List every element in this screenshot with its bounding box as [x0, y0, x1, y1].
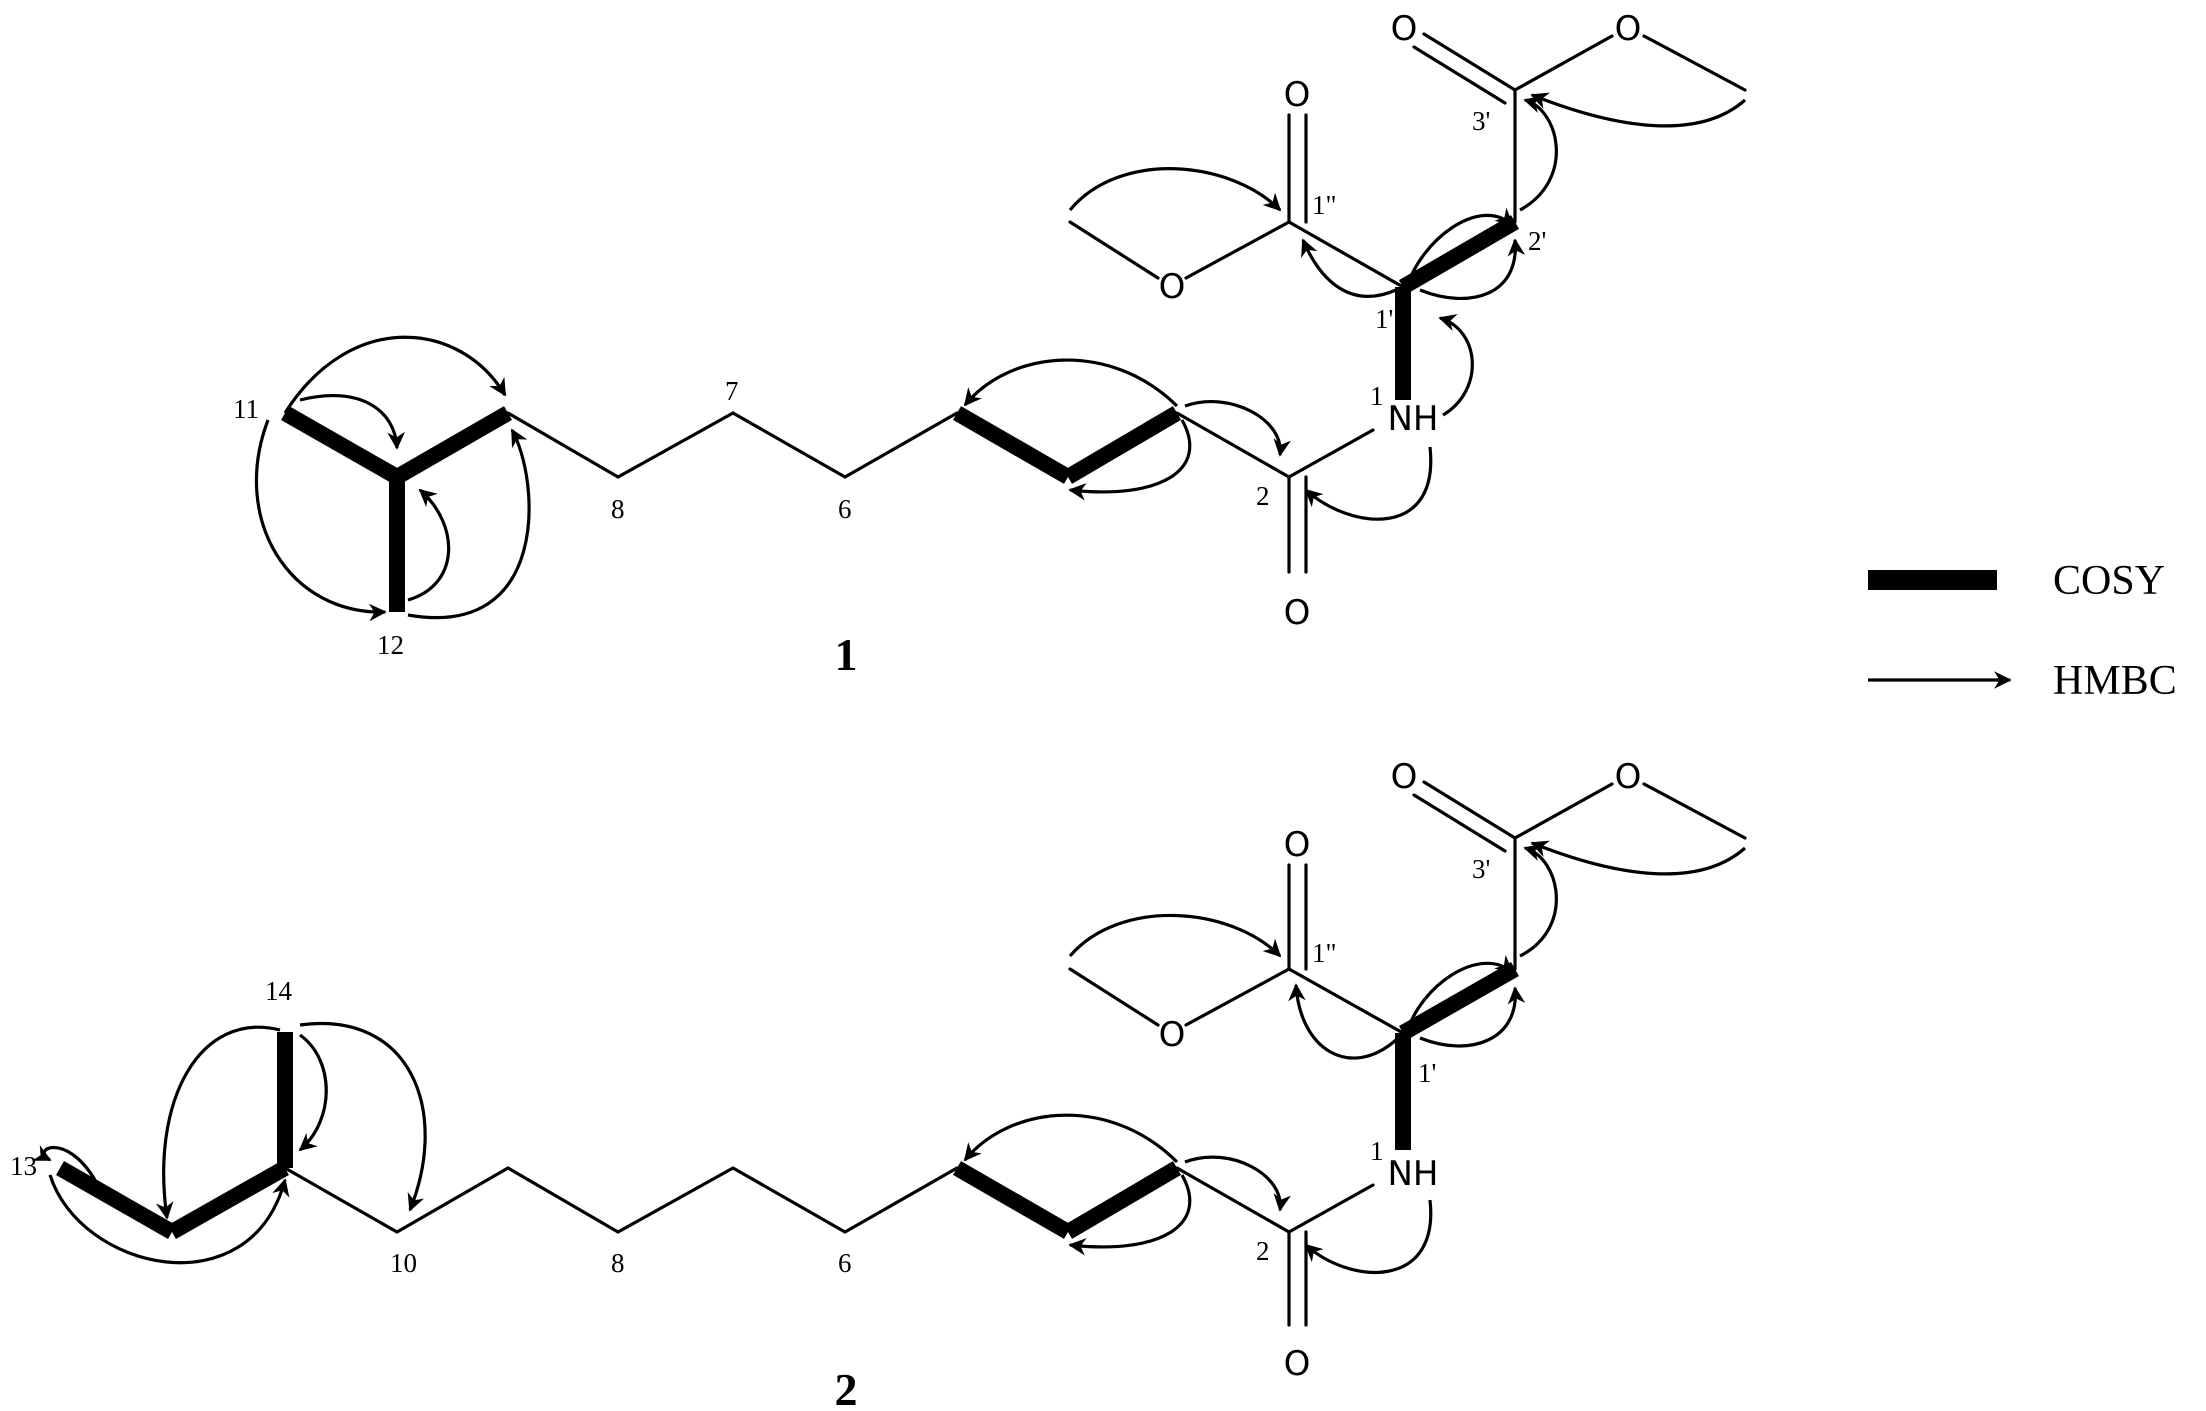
compound-1-hmbc-arrows	[254, 92, 1747, 622]
compound-2-hmbc-arrows	[31, 840, 1747, 1274]
compound-1-atom-numbers: 11 12 8 7 6 2 1 1' 2' 3' 1"	[233, 106, 1546, 660]
label-c8: 8	[611, 494, 625, 524]
label-c1p: 1'	[1418, 1058, 1436, 1088]
c1pp-carbonyl-oxygen: O	[1284, 75, 1311, 115]
c3p-carbonyl-oxygen: O	[1391, 9, 1418, 49]
label-c2: 2	[1256, 1236, 1270, 1266]
c1pp-ester-oxygen: O	[1159, 1015, 1186, 1055]
label-c12: 12	[377, 630, 404, 660]
label-c2p: 2'	[1528, 226, 1546, 256]
label-c13: 13	[10, 1151, 37, 1181]
label-c6: 6	[838, 494, 852, 524]
nh-group: NH	[1388, 399, 1439, 439]
legend: COSY HMBC	[1868, 558, 2177, 704]
compound-2-bonds	[56, 780, 1747, 1327]
c1pp-ester-oxygen: O	[1159, 267, 1186, 307]
label-c1pp: 1"	[1312, 190, 1337, 220]
compound-1-structure: O NH O O O O 11 12 8 7 6 2 1 1' 2' 3' 1"…	[233, 9, 1747, 680]
label-c10: 10	[390, 1248, 417, 1278]
label-c3p: 3'	[1472, 106, 1490, 136]
hmbc-legend-label: HMBC	[2053, 658, 2177, 704]
label-c14: 14	[265, 976, 293, 1006]
label-n1: 1	[1370, 381, 1384, 411]
c3p-ester-oxygen: O	[1615, 9, 1642, 49]
c3p-carbonyl-oxygen: O	[1391, 757, 1418, 797]
nh-group: NH	[1388, 1154, 1439, 1194]
c3p-ester-oxygen: O	[1615, 757, 1642, 797]
cosy-legend-label: COSY	[2053, 558, 2165, 604]
compound-2-atom-symbols: O NH O O O O	[1159, 757, 1642, 1384]
c2-carbonyl-oxygen: O	[1284, 593, 1311, 633]
label-c1pp: 1"	[1312, 938, 1337, 968]
c1pp-carbonyl-oxygen: O	[1284, 825, 1311, 865]
compound-2-structure: O NH O O O O 13 14 10 8 6 2 1 1' 3' 1" 2	[10, 757, 1747, 1411]
compound-1-atom-symbols: O NH O O O O	[1159, 9, 1642, 633]
compound-2-id: 2	[835, 1364, 858, 1411]
label-c1p: 1'	[1375, 304, 1393, 334]
compound-1-bonds	[281, 32, 1747, 612]
label-c3p: 3'	[1472, 854, 1490, 884]
label-n1: 1	[1370, 1136, 1384, 1166]
label-c6: 6	[838, 1248, 852, 1278]
compound-1-id: 1	[835, 629, 858, 680]
label-c2: 2	[1256, 481, 1270, 511]
label-c7: 7	[725, 376, 739, 406]
label-c8: 8	[611, 1248, 625, 1278]
label-c11: 11	[233, 394, 259, 424]
c2-carbonyl-oxygen: O	[1284, 1344, 1311, 1384]
compound-2-atom-numbers: 13 14 10 8 6 2 1 1' 3' 1"	[10, 854, 1490, 1278]
